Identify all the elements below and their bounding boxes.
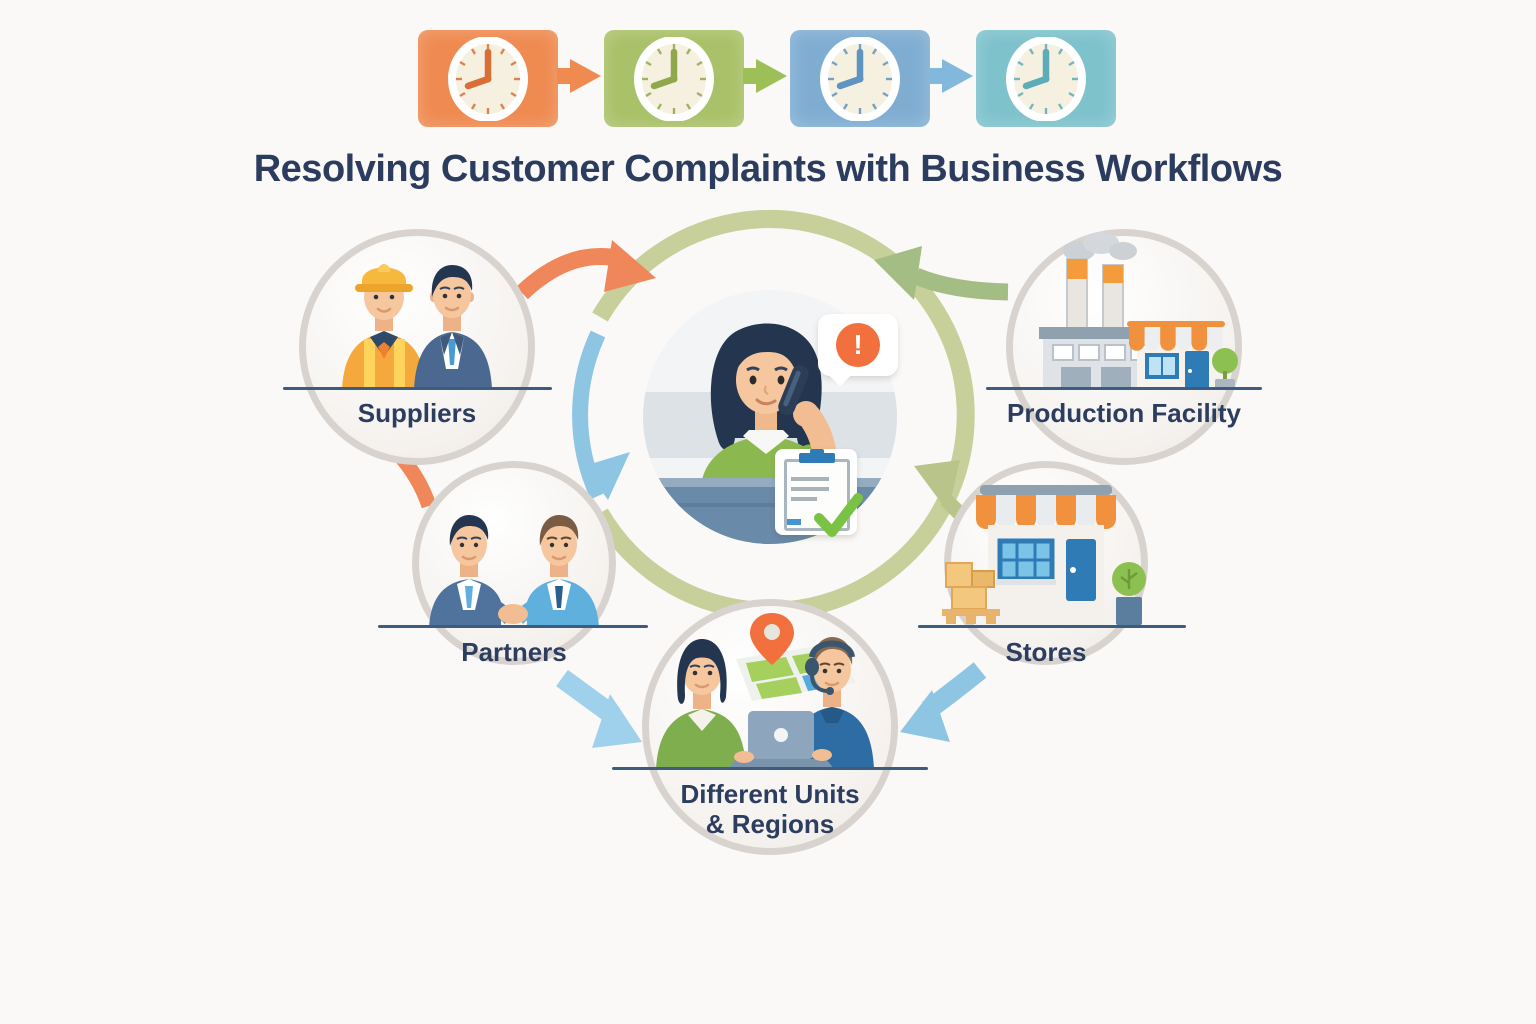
checkmark-icon [814,493,863,537]
stores-label: Stores [1005,637,1087,667]
tree-icon [1112,562,1146,625]
awning-icon [976,495,1116,529]
handshake-icon [498,604,528,624]
clipboard-knob [810,449,824,455]
node-suppliers [299,229,535,465]
unit-woman [656,639,746,769]
partners-label: Partners [461,637,567,667]
hard-hat-icon [355,264,413,292]
node-partners [412,461,616,665]
production-facility-label: Production Facility [1006,398,1242,428]
doc-line [791,487,829,491]
supplier-businessman [414,265,492,389]
ground-line [918,625,1186,628]
stores-illustration [942,485,1146,627]
partner-left [429,515,513,627]
ground-line [378,625,648,628]
checklist-icon [775,449,863,537]
flow-arrow-icon [743,59,787,93]
ground-line [986,387,1262,390]
timeline-step-4 [976,30,1116,127]
factory-icon [1039,232,1157,389]
arrow-production-head [874,246,922,300]
suppliers-label: Suppliers [357,398,477,428]
timeline-step-3 [790,30,930,127]
arrow-partners-units-head [592,694,642,748]
boxes-icon [942,562,1000,624]
arrow-suppliers-to-center [516,247,611,300]
arrow-left-arc [572,330,606,500]
timeline-step-1 [418,30,558,127]
headset-icon [805,640,855,695]
construction-worker [342,264,426,389]
tree-icon [1212,348,1238,389]
alert-bubble: ! [818,314,898,387]
flow-arrow-icon [557,59,601,93]
awning-icon [1127,321,1225,351]
arrow-production-to-center [912,268,1009,301]
ground-line [283,387,552,390]
flow-arrow-icon [929,59,973,93]
partner-right [515,515,599,627]
arrow-stores-head [914,460,960,512]
different-units-label-line1: Different Units [680,779,860,809]
doc-line [791,477,829,481]
timeline-step-2 [604,30,744,127]
partners-illustration [429,515,599,627]
laptop-icon [728,711,834,769]
map-pin-icon [750,613,794,665]
suppliers-illustration [342,264,492,389]
phone-icon [778,365,809,416]
doc-corner [787,519,801,525]
arrow-suppliers-head [604,240,656,292]
different-units-illustration [656,613,874,769]
clipboard-clip [799,453,835,463]
exclamation-icon: ! [836,323,880,367]
different-units-label: Different Units & Regions [620,779,920,839]
arrow-partners-to-center-head [584,452,630,500]
shop-annex [1127,321,1238,389]
different-units-label-line2: & Regions [705,809,835,839]
store-icon [976,485,1116,627]
doc-line [791,497,817,501]
arrow-stores-units-head [900,690,950,742]
ground-line [612,767,928,770]
page-title: Resolving Customer Complaints with Busin… [253,148,1283,190]
production-facility-illustration [1039,232,1238,389]
